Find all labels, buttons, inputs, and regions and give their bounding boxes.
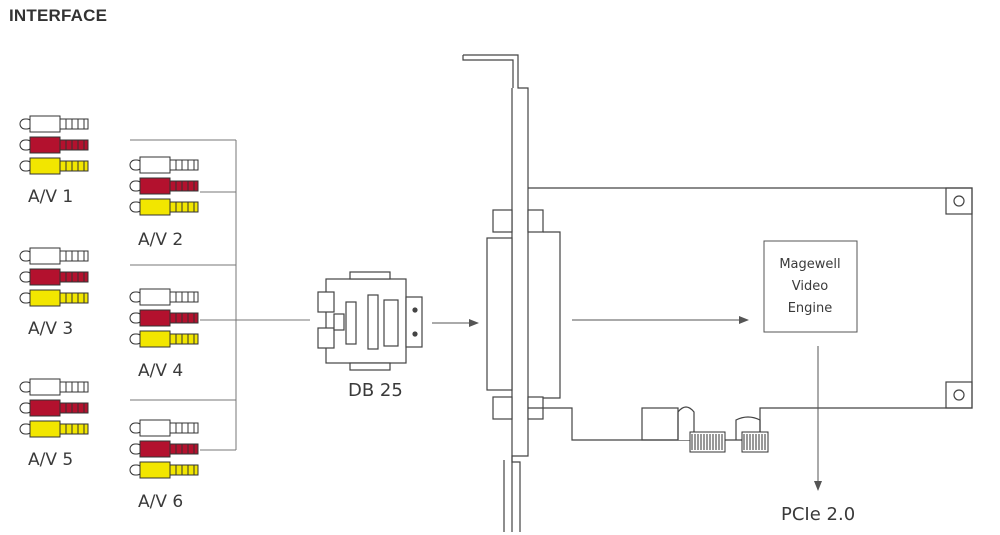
pcie-card-outline [462,54,973,532]
av-label-5: A/V 5 [28,450,73,470]
rca-plug-group-6 [129,419,199,479]
video-engine-box [763,240,858,333]
rca-plug-yellow-icon [19,289,89,307]
rca-plug-red-icon [19,268,89,286]
rca-plug-white-icon [129,288,199,306]
pcie-label: PCIe 2.0 [781,504,855,525]
section-title: INTERFACE [9,6,108,25]
av-label-1: A/V 1 [28,187,73,207]
rca-plug-white-icon [129,156,199,174]
av-label-2: A/V 2 [138,230,183,250]
rca-plug-white-icon [19,247,89,265]
rca-plug-red-icon [19,399,89,417]
av-label-3: A/V 3 [28,319,73,339]
rca-plug-group-2 [129,156,199,216]
rca-plug-group-3 [19,247,89,307]
rca-plug-groups [19,115,199,479]
db25-label: DB 25 [348,380,403,401]
rca-plug-yellow-icon [19,420,89,438]
engine-label-line3: Engine [788,301,833,316]
rca-plug-red-icon [19,136,89,154]
av-label-6: A/V 6 [138,492,183,512]
rca-plug-group-4 [129,288,199,348]
rca-plug-red-icon [129,440,199,458]
rca-plug-white-icon [19,115,89,133]
rca-plug-group-1 [19,115,89,175]
rca-plug-yellow-icon [129,461,199,479]
rca-plug-yellow-icon [129,330,199,348]
rca-plug-white-icon [19,378,89,396]
db25-connector-icon [317,271,423,371]
rca-plug-white-icon [129,419,199,437]
engine-label-line1: Magewell [779,257,840,272]
rca-plug-yellow-icon [129,198,199,216]
rca-plug-red-icon [129,309,199,327]
pcie-gold-fingers [689,431,769,453]
cable-harness [130,139,310,451]
rca-plug-yellow-icon [19,157,89,175]
rca-plug-group-5 [19,378,89,438]
av-label-4: A/V 4 [138,361,183,381]
rca-plug-red-icon [129,177,199,195]
engine-label-line2: Video [792,279,828,294]
